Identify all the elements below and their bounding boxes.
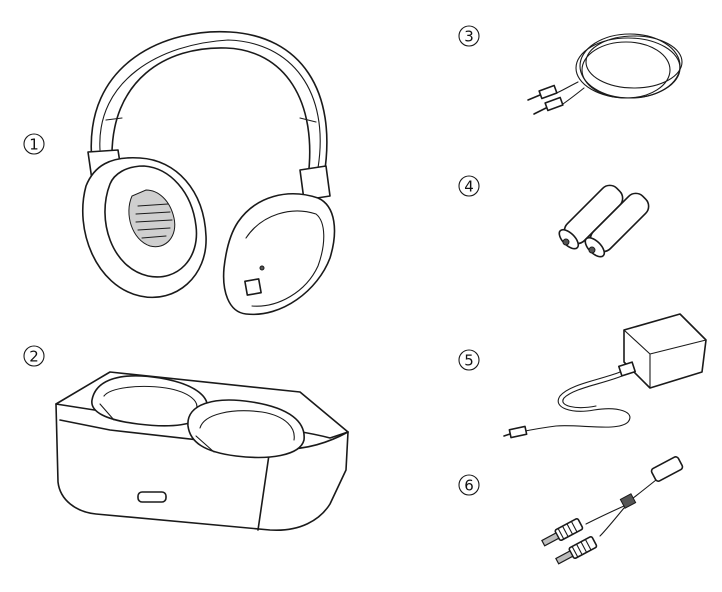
charging-dock-icon [55, 371, 349, 531]
item-6-number: 6 [464, 477, 474, 495]
power-adapter-icon [503, 313, 707, 439]
item-5-number: 5 [464, 352, 474, 370]
item-4-number-badge: 4 [458, 175, 480, 197]
item-3-number: 3 [464, 28, 474, 46]
dock-button-icon [137, 491, 167, 503]
item-1: 1 [23, 30, 336, 316]
item-2-number-badge: 2 [23, 345, 45, 367]
item-2-number: 2 [29, 348, 39, 366]
batteries-icon [558, 184, 650, 258]
item-1-number: 1 [29, 136, 39, 154]
item-6: 6 [458, 456, 684, 565]
number-circle [23, 133, 45, 155]
item-3-number-badge: 3 [458, 25, 480, 47]
headphones-icon [82, 30, 336, 316]
item-3: 3 [458, 25, 683, 115]
item-5-number-badge: 5 [458, 349, 480, 371]
item-4-number: 4 [464, 178, 474, 196]
audio-cable-icon [527, 33, 683, 115]
item-1-number-badge: 1 [23, 133, 45, 155]
item-6-number-badge: 6 [458, 474, 480, 496]
item-5: 5 [458, 313, 707, 439]
item-2: 2 [23, 345, 349, 531]
rca-y-cable-icon [541, 456, 684, 565]
item-4: 4 [458, 175, 650, 258]
